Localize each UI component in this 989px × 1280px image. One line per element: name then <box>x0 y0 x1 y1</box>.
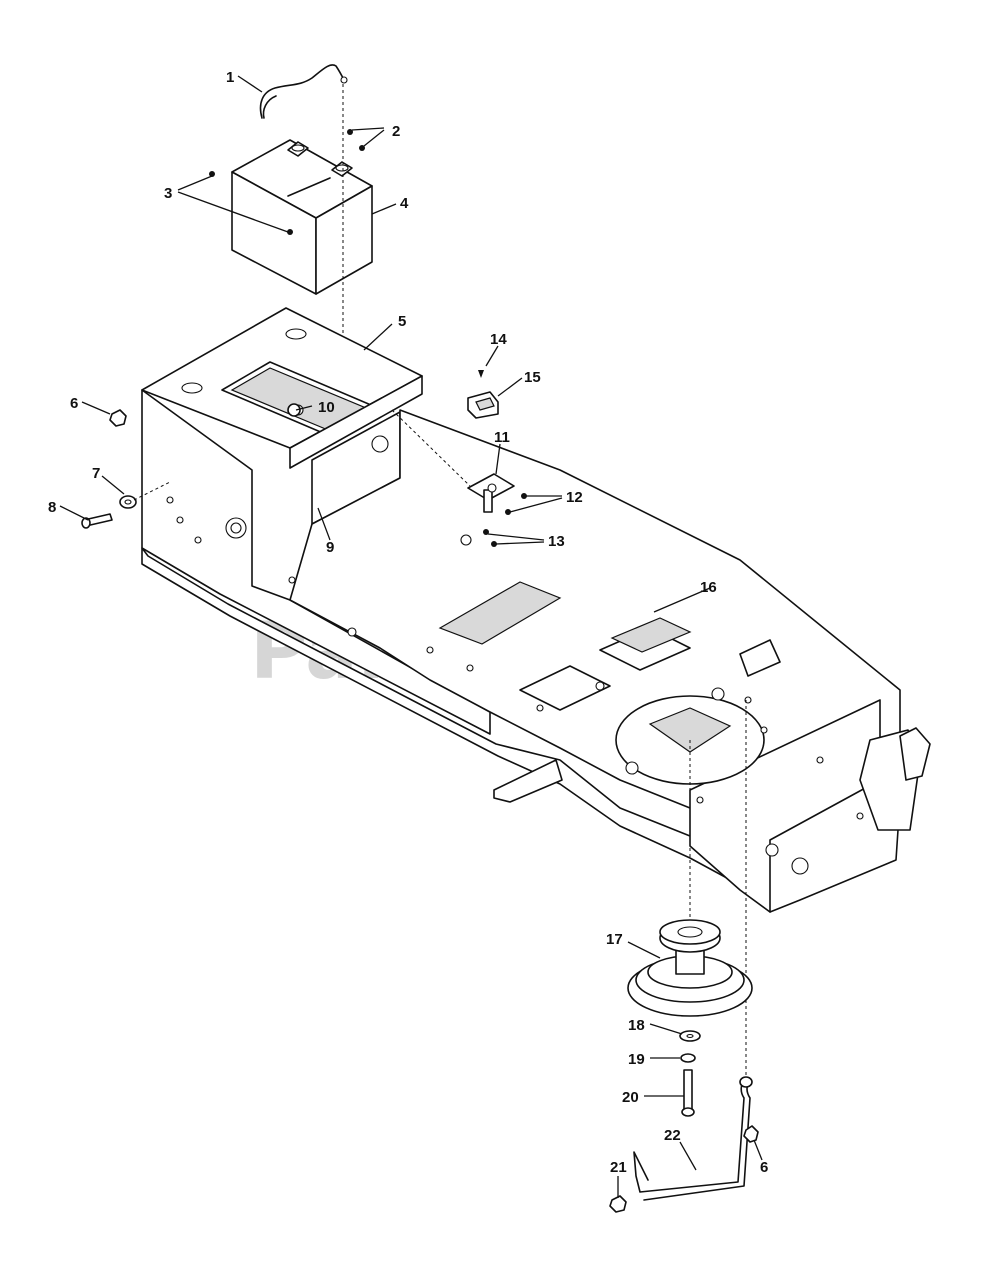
callout-6-lower: 6 <box>760 1159 768 1176</box>
callout-8: 8 <box>48 499 56 516</box>
screws-12[interactable] <box>505 493 527 515</box>
callout-10: 10 <box>318 399 335 416</box>
callout-9: 9 <box>326 539 334 556</box>
spacer-7[interactable] <box>119 495 137 509</box>
nuts-13[interactable] <box>483 529 497 547</box>
battery[interactable] <box>231 139 373 295</box>
callout-19: 19 <box>628 1051 645 1068</box>
bracket-mount-line <box>391 409 471 487</box>
callout-17: 17 <box>606 931 623 948</box>
rod-22[interactable] <box>633 1076 753 1201</box>
washer-19[interactable] <box>680 1053 696 1063</box>
callout-6: 6 <box>70 395 78 412</box>
callout-7: 7 <box>92 465 100 482</box>
callout-3: 3 <box>164 185 172 202</box>
bolt-10[interactable] <box>287 403 301 417</box>
nut-6[interactable] <box>109 409 127 427</box>
bolt-20[interactable] <box>681 1069 695 1117</box>
main-frame[interactable] <box>141 389 931 913</box>
callout-4: 4 <box>400 195 409 212</box>
callout-14: 14 <box>490 331 507 348</box>
callouts: 1 2 3 4 5 6 7 8 9 10 11 12 13 14 15 16 1… <box>48 69 768 1176</box>
callout-16: 16 <box>700 579 717 596</box>
callout-12: 12 <box>566 489 583 506</box>
callout-15: 15 <box>524 369 541 386</box>
switch-15[interactable] <box>467 391 499 419</box>
bolt-8[interactable] <box>81 513 113 529</box>
washer-18[interactable] <box>679 1030 701 1042</box>
terminal-nuts[interactable] <box>347 129 365 151</box>
spacer-mount-line <box>133 481 171 501</box>
screw-14[interactable] <box>478 370 484 378</box>
callout-21: 21 <box>610 1159 627 1176</box>
pulley-17[interactable] <box>627 919 753 1017</box>
terminal-bolts[interactable] <box>209 171 293 235</box>
callout-22: 22 <box>664 1127 681 1144</box>
callout-20: 20 <box>622 1089 639 1106</box>
callout-2: 2 <box>392 123 400 140</box>
callout-5: 5 <box>398 313 406 330</box>
leader-lines <box>59 75 763 1198</box>
callout-13: 13 <box>548 533 565 550</box>
callout-18: 18 <box>628 1017 645 1034</box>
callout-11: 11 <box>494 429 510 446</box>
nut-6-lower[interactable] <box>743 1125 759 1143</box>
bracket-11[interactable] <box>467 473 515 513</box>
nut-21[interactable] <box>609 1195 627 1213</box>
callout-1: 1 <box>226 69 234 86</box>
battery-cable[interactable] <box>259 64 348 119</box>
